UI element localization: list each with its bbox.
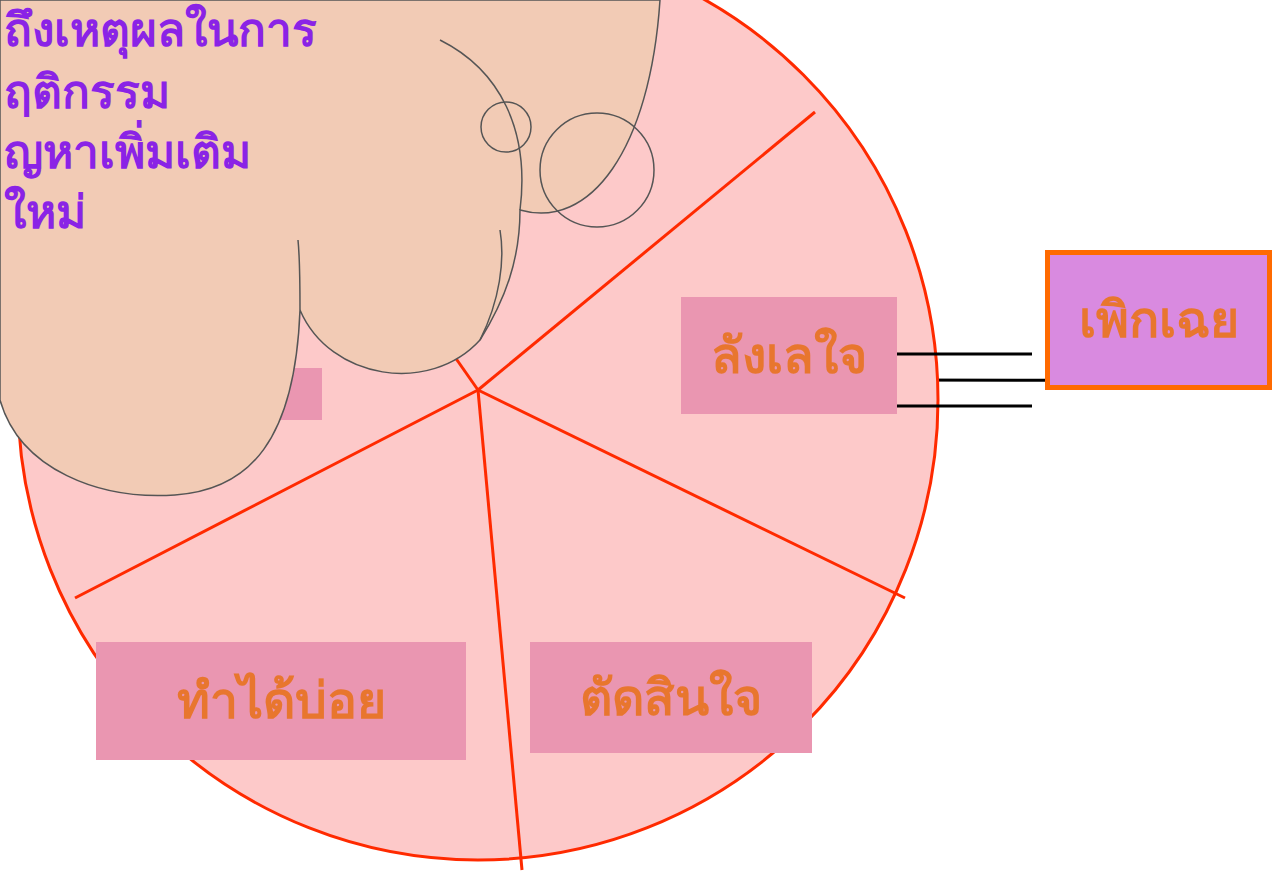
note-line: ถึงเหตุผลในการ: [4, 0, 317, 60]
parallel-lines: [897, 354, 1032, 406]
stage-label: ลังเลใจ: [711, 326, 867, 386]
note-line: ฤติกรรม: [4, 62, 170, 122]
stage-box: ลังเลใจ: [681, 297, 897, 414]
note-line: ใหม่: [4, 182, 86, 242]
thought-cloud: ถึงเหตุผลในการฤติกรรมญหาเพิ่มเติมใหม่: [0, 0, 665, 500]
stage-box: ทำได้บ่อย: [96, 642, 466, 760]
stage-box: ตัดสินใจ: [530, 642, 812, 753]
stage-label: ทำได้บ่อย: [177, 671, 386, 731]
outside-box: เพิกเฉย: [1045, 250, 1272, 390]
stage-label: เพิกเฉย: [1079, 290, 1239, 350]
note-line: ญหาเพิ่มเติม: [4, 122, 251, 182]
stage-label: ตัดสินใจ: [580, 668, 762, 728]
